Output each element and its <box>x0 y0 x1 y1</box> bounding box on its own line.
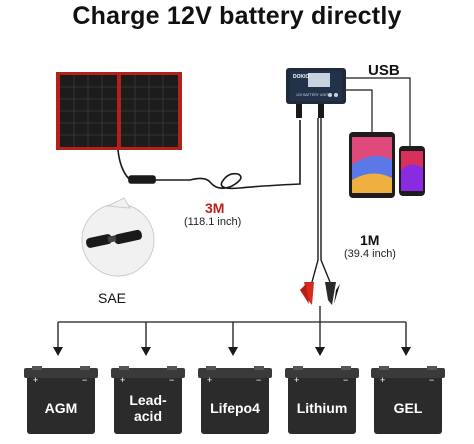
battery-label-lifepo4: Lifepo4 <box>210 400 260 416</box>
svg-text:+: + <box>207 375 212 385</box>
battery-label-agm: AGM <box>44 400 78 416</box>
svg-text:−: − <box>256 375 261 385</box>
solar-panel <box>56 72 182 150</box>
battery-lead-acid: + − <box>111 366 185 434</box>
battery-lithium: + − <box>285 366 359 434</box>
usb-cables <box>346 77 411 148</box>
controller-text: 12V BATTERY UNIT <box>296 93 329 97</box>
svg-text:−: − <box>343 375 348 385</box>
battery-cable <box>311 118 331 283</box>
phone <box>399 146 425 196</box>
svg-text:+: + <box>294 375 299 385</box>
distribution-lines <box>57 306 407 350</box>
battery-agm: + − <box>24 366 98 434</box>
svg-text:+: + <box>33 375 38 385</box>
charge-controller: DOKIO 12V BATTERY UNIT <box>286 68 346 118</box>
battery-label-lithium: Lithium <box>296 400 348 416</box>
alligator-clamps <box>300 282 340 305</box>
battery-lifepo4: + − <box>198 366 272 434</box>
svg-text:−: − <box>169 375 174 385</box>
tablet <box>349 132 395 198</box>
battery-gel: + − <box>371 366 445 434</box>
controller-brand: DOKIO <box>293 74 310 80</box>
battery-label-lead-acid: Lead- acid <box>129 392 167 424</box>
svg-text:+: + <box>380 375 385 385</box>
cable-2-inch: (39.4 inch) <box>344 248 396 260</box>
svg-text:+: + <box>120 375 125 385</box>
svg-text:−: − <box>429 375 434 385</box>
cable-1-inch: (118.1 inch) <box>184 216 242 228</box>
cable-2-length: 1M <box>360 232 380 248</box>
sae-connector-zoom <box>81 197 155 277</box>
diagram-title: Charge 12V battery directly <box>72 2 402 30</box>
usb-label: USB <box>368 62 400 79</box>
svg-text:−: − <box>82 375 87 385</box>
panel-cable <box>117 120 301 190</box>
sae-label: SAE <box>98 290 127 306</box>
battery-label-gel: GEL <box>393 400 423 416</box>
distribution-arrowheads <box>53 347 411 356</box>
cable-1-length: 3M <box>205 200 225 216</box>
